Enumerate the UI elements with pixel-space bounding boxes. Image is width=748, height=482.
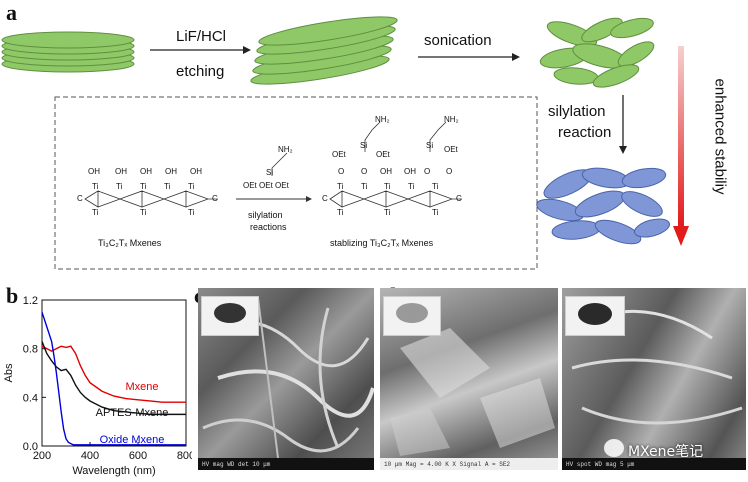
series-line-2 — [41, 311, 186, 446]
c-right: C — [212, 194, 218, 203]
oet-r2: OEt — [376, 150, 390, 159]
o-r1: O — [338, 167, 345, 176]
oh-r1: OH — [380, 167, 392, 176]
ti-5: Ti — [188, 182, 195, 191]
sem-image-c: HV mag WD det 10 μm — [198, 288, 374, 470]
y-tick-label-0: 0.0 — [23, 441, 38, 453]
ti-r3: Ti — [384, 182, 391, 191]
ti-r1: Ti — [337, 182, 344, 191]
silylation-label-line1: silylation — [548, 103, 606, 120]
series-label-2: Oxide Mxene — [100, 434, 165, 446]
sem-c-databar-text: HV mag WD det 10 μm — [202, 461, 271, 468]
panel-b-label: b — [6, 283, 19, 308]
y-axis-label: Abs — [3, 363, 15, 382]
oh-3: OH — [140, 167, 152, 176]
reagent-nh2: NH₂ — [278, 145, 293, 154]
ti-rb3: Ti — [432, 208, 439, 217]
ti-3: Ti — [140, 182, 147, 191]
sample-photo-d — [383, 296, 441, 336]
ti-b3: Ti — [188, 208, 195, 217]
sem-e-databar: HV spot WD mag 5 μm — [562, 458, 746, 470]
si-r2: Si — [426, 141, 434, 150]
watermark-text: MXene笔记 — [628, 444, 704, 460]
stacked-mxene-disks — [1, 31, 135, 73]
c-left: C — [77, 194, 83, 203]
left-caption: Ti₃C₂Tₓ Mxenes — [98, 238, 162, 248]
mxene-lattice-left — [84, 190, 218, 208]
o-r2: O — [361, 167, 368, 176]
arrow-label-line2: reactions — [250, 222, 287, 232]
etching-label-line2: etching — [176, 63, 225, 80]
oh-2: OH — [115, 167, 127, 176]
oet-r3: OEt — [444, 145, 458, 154]
ti-rb1: Ti — [337, 208, 344, 217]
y-tick-label-1: 0.4 — [23, 392, 38, 404]
delaminated-green-flakes — [539, 17, 655, 88]
nh2-r2: NH₂ — [444, 115, 459, 124]
c-r-right: C — [456, 194, 462, 203]
series-line-0 — [41, 345, 186, 403]
x-tick-label-1: 400 — [81, 450, 99, 462]
ti-1: Ti — [92, 182, 99, 191]
ti-2: Ti — [116, 182, 123, 191]
enhanced-stability-label: enhanced stabiliy — [711, 78, 729, 195]
y-tick-label-2: 0.8 — [23, 344, 38, 356]
arrow-label-line1: silylation — [248, 210, 283, 220]
series-label-0: Mxene — [125, 381, 158, 393]
stability-arrow — [678, 46, 684, 226]
ti-r2: Ti — [361, 182, 368, 191]
plot-frame — [41, 299, 187, 447]
ti-rb2: Ti — [384, 208, 391, 217]
wechat-icon — [604, 439, 624, 457]
ti-r4: Ti — [408, 182, 415, 191]
sem-c-texture — [202, 297, 374, 458]
silylated-blue-flakes — [536, 167, 671, 245]
c-r-left: C — [322, 194, 328, 203]
silylation-label-line2: reaction — [558, 124, 612, 141]
ti-r5: Ti — [432, 182, 439, 191]
series-label-1: APTES-Mxene — [96, 407, 169, 419]
etching-label-line1: LiF/HCl — [176, 28, 227, 45]
o-r4: O — [446, 167, 453, 176]
oh-1: OH — [88, 167, 100, 176]
ti-4: Ti — [164, 182, 171, 191]
x-axis-label: Wavelength (nm) — [72, 465, 155, 477]
oh-4: OH — [165, 167, 177, 176]
sem-d-databar-text: 10 μm Mag = 4.00 K X Signal A = SE2 — [384, 461, 511, 468]
si-r1: Si — [360, 141, 368, 150]
sem-c-databar: HV mag WD det 10 μm — [198, 458, 374, 470]
nh2-r1: NH₂ — [375, 115, 390, 124]
sample-photo-e — [565, 296, 625, 336]
scheme-graphic — [1, 16, 689, 270]
series-line-1 — [41, 341, 186, 416]
sonication-label: sonication — [424, 32, 492, 49]
o-r3: O — [424, 167, 431, 176]
ti-b2: Ti — [140, 208, 147, 217]
x-tick-label-0: 200 — [33, 450, 51, 462]
y-tick-label-3: 1.2 — [23, 295, 38, 307]
ti-b1: Ti — [92, 208, 99, 217]
sem-e-databar-text: HV spot WD mag 5 μm — [566, 461, 635, 468]
sem-d-texture — [390, 328, 555, 456]
sem-image-e: HV spot WD mag 5 μm — [562, 288, 746, 470]
etched-mxene-sheets — [250, 16, 398, 85]
mxene-lattice-right — [271, 121, 462, 208]
chemistry-box — [54, 96, 538, 270]
x-tick-label-2: 600 — [129, 450, 147, 462]
sem-image-d: 10 μm Mag = 4.00 K X Signal A = SE2 — [380, 288, 558, 470]
reagent-oet: OEt OEt OEt — [243, 181, 289, 190]
oh-5: OH — [190, 167, 202, 176]
sem-d-databar: 10 μm Mag = 4.00 K X Signal A = SE2 — [380, 458, 558, 470]
oet-r1: OEt — [332, 150, 346, 159]
sample-photo-c — [201, 296, 259, 336]
right-caption: stablizing Ti₃C₂Tₓ Mxenes — [330, 238, 434, 248]
reagent-si: Si — [266, 168, 274, 177]
oh-r2: OH — [404, 167, 416, 176]
panel-a-label: a — [6, 0, 17, 25]
x-tick-label-3: 800 — [177, 450, 192, 462]
